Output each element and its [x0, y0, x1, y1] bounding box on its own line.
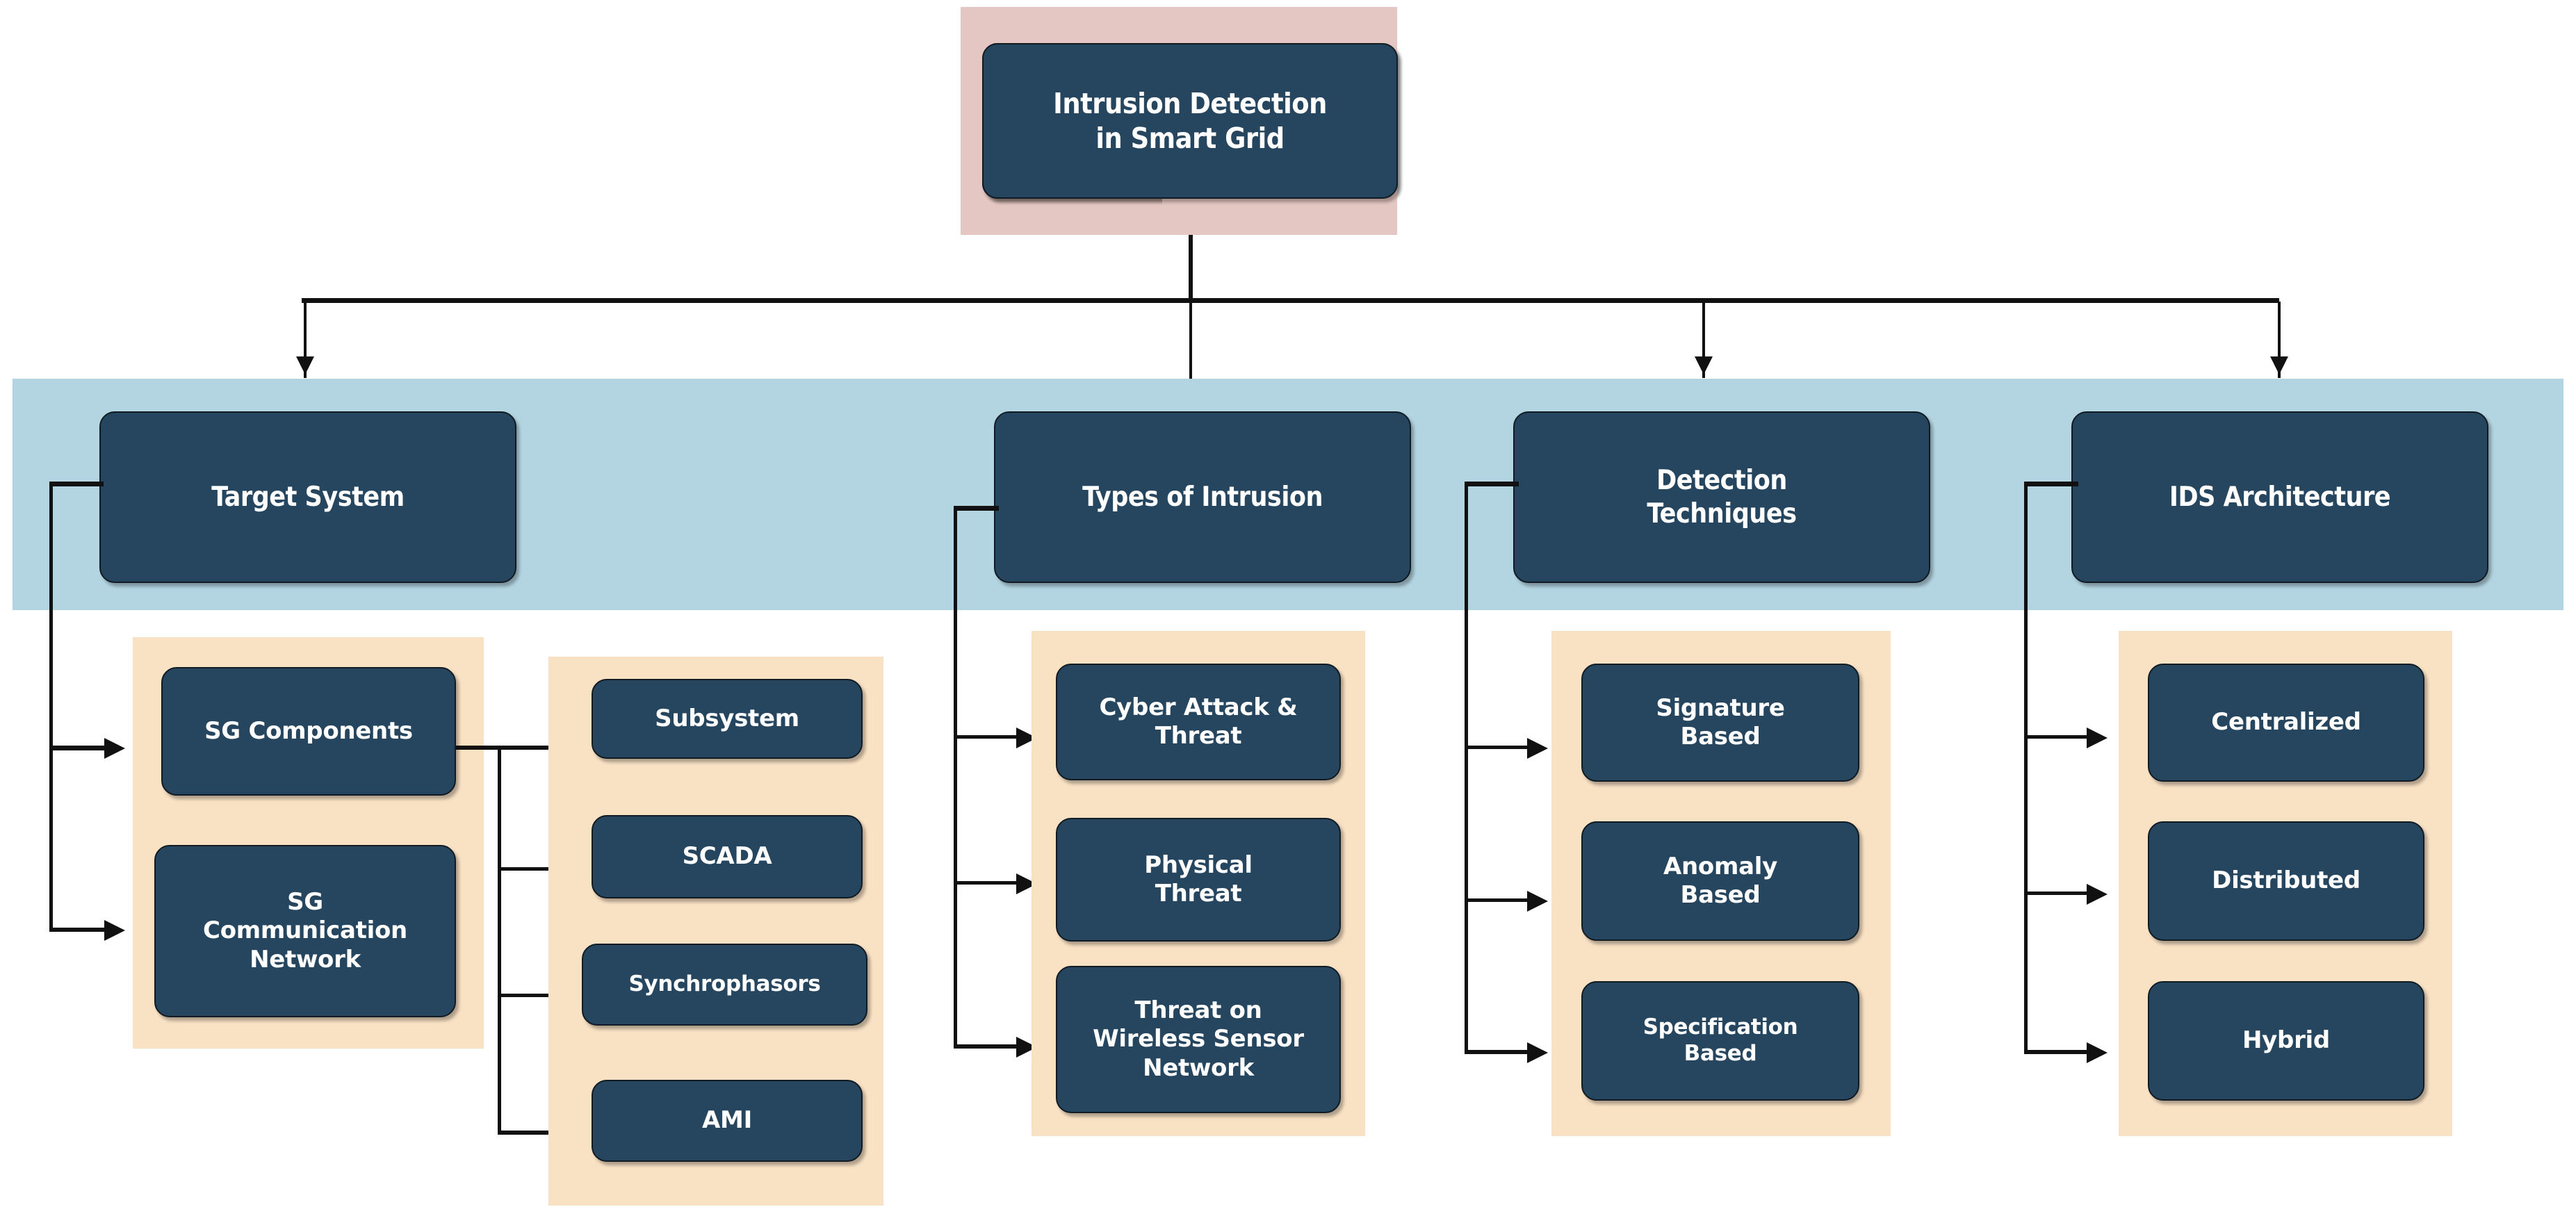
connector-to-physical-threat: [954, 881, 1027, 885]
arrowhead-ids-architecture: [2270, 356, 2288, 375]
node-synchrophasors[interactable]: Synchrophasors: [582, 944, 867, 1026]
arrowhead-detection-techniques: [1695, 356, 1713, 375]
connector-to-anomaly-based: [1465, 898, 1538, 902]
node-types-of-intrusion[interactable]: Types of Intrusion: [994, 411, 1411, 583]
arrowhead-sg-communication-network: [104, 920, 125, 941]
connector-detection-techniques-spine: [1465, 482, 1468, 1053]
connector-to-hybrid: [2024, 1050, 2097, 1054]
connector-to-signature-based: [1465, 746, 1538, 749]
node-target-system[interactable]: Target System: [99, 411, 516, 583]
connector-to-cyber-attack-threat: [954, 735, 1027, 739]
connector-detection-techniques-out: [1465, 482, 1519, 486]
connector-to-threat-on-wireless-sensor-network: [954, 1044, 1027, 1049]
arrowhead-hybrid: [2087, 1042, 2108, 1063]
node-sg-components[interactable]: SG Components: [161, 667, 456, 796]
connector-target-system-spine: [49, 482, 53, 931]
connector-to-centralized: [2024, 735, 2097, 739]
node-scada[interactable]: SCADA: [592, 815, 863, 898]
connector-to-sg-communication-network: [49, 928, 115, 932]
node-ami[interactable]: AMI: [592, 1080, 863, 1162]
node-intrusion-detection-in-smart-grid-label[interactable]: Intrusion Detection in Smart Grid: [982, 43, 1398, 199]
node-centralized[interactable]: Centralized: [2148, 664, 2424, 782]
node-ids-architecture[interactable]: IDS Architecture: [2071, 411, 2488, 583]
connector-types-of-intrusion-out: [954, 506, 999, 511]
connector-ids-architecture-spine: [2024, 482, 2028, 1053]
connector-types-of-intrusion-spine: [954, 506, 957, 1048]
arrowhead-anomaly-based: [1527, 891, 1548, 912]
arrowhead-centralized: [2087, 728, 2108, 748]
connector-to-distributed: [2024, 892, 2097, 895]
connector-to-synchrophasors: [498, 994, 574, 997]
node-detection-techniques[interactable]: Detection Techniques: [1513, 411, 1930, 583]
connector-drop-types-of-intrusion: [1189, 302, 1192, 416]
arrowhead-distributed: [2087, 884, 2108, 905]
node-threat-on-wireless-sensor-network[interactable]: Threat on Wireless Sensor Network: [1056, 966, 1341, 1113]
connector-sg-components-spine: [498, 746, 501, 1135]
connector-root-stem: [1189, 235, 1193, 300]
arrowhead-specification-based: [1527, 1042, 1548, 1063]
connector-ids-architecture-out: [2024, 482, 2078, 486]
arrowhead-target-system: [296, 356, 314, 375]
connector-to-subsystem: [498, 746, 574, 750]
connector-distribution-bar: [302, 298, 2279, 303]
connector-drop-detection-techniques: [1702, 302, 1705, 378]
node-subsystem[interactable]: Subsystem: [592, 679, 863, 759]
node-anomaly-based[interactable]: Anomaly Based: [1581, 821, 1859, 941]
node-cyber-attack-threat[interactable]: Cyber Attack & Threat: [1056, 664, 1341, 780]
connector-to-specification-based: [1465, 1050, 1538, 1054]
connector-to-ami: [498, 1131, 574, 1135]
connector-to-sg-components: [49, 746, 115, 750]
arrowhead-sg-components: [104, 738, 125, 759]
connector-drop-target-system: [304, 302, 307, 378]
node-hybrid[interactable]: Hybrid: [2148, 981, 2424, 1101]
node-specification-based[interactable]: Specification Based: [1581, 981, 1859, 1101]
node-distributed[interactable]: Distributed: [2148, 821, 2424, 941]
connector-to-scada: [498, 867, 574, 871]
node-sg-communication-network[interactable]: SG Communication Network: [154, 845, 456, 1017]
node-signature-based[interactable]: Signature Based: [1581, 664, 1859, 782]
node-physical-threat[interactable]: Physical Threat: [1056, 818, 1341, 942]
connector-target-system-out: [49, 482, 104, 486]
connector-drop-ids-architecture: [2278, 302, 2281, 378]
arrowhead-signature-based: [1527, 738, 1548, 759]
